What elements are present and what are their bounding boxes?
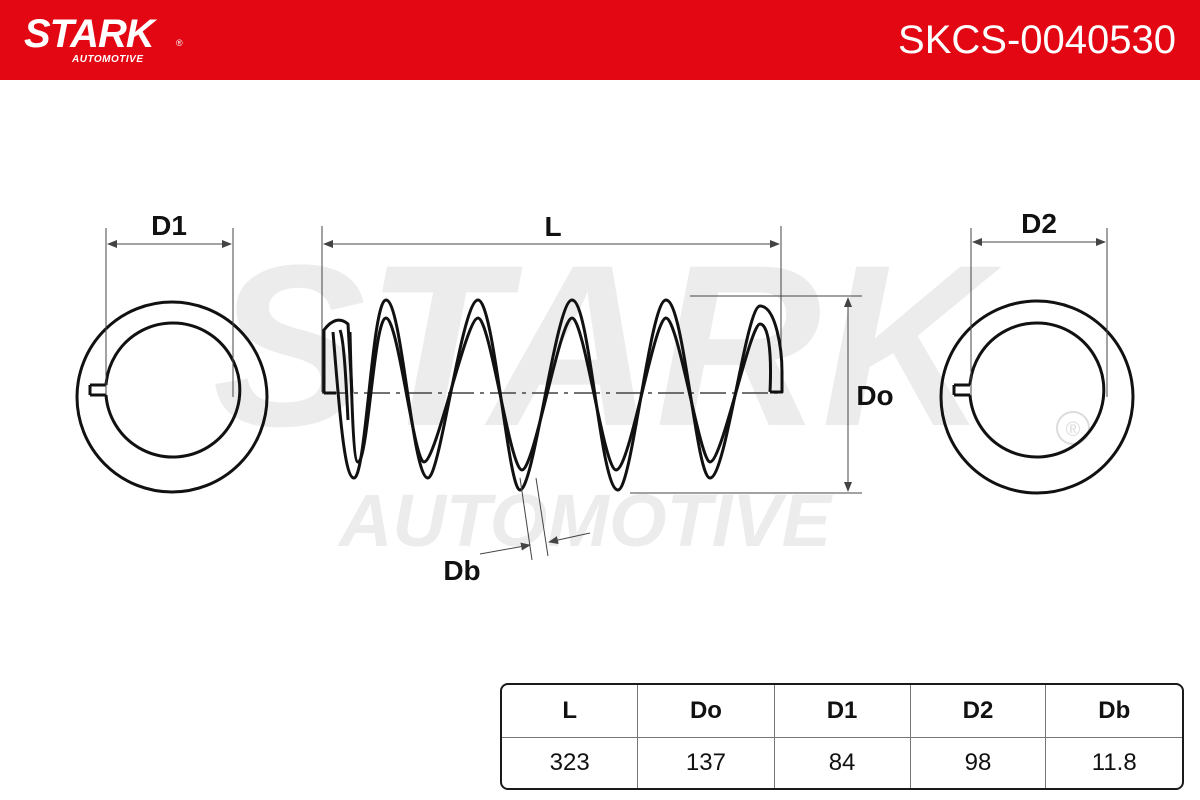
spec-value-d2: 98 (909, 738, 1046, 788)
d2-dimension (970, 228, 1108, 397)
right-outer-circle (939, 299, 1135, 495)
db-arrow-left (479, 542, 531, 555)
watermark-brand: STARK (212, 217, 1002, 474)
watermark: STARK AUTOMOTIVE ® (212, 217, 1090, 562)
db-extension-right (535, 477, 549, 557)
watermark-registered: ® (1066, 419, 1081, 441)
spec-value-d1: 84 (773, 738, 910, 788)
spec-header-row: L Do D1 D2 Db (502, 685, 1182, 738)
right-end-view (939, 299, 1135, 495)
header-bar: STARK ® AUTOMOTIVE SKCS-0040530 (0, 0, 1200, 80)
watermark-registered-circle (1056, 411, 1090, 445)
part-number: SKCS-0040530 (898, 18, 1176, 62)
logo-registered-mark: ® (176, 38, 183, 48)
d2-label: D2 (1021, 208, 1057, 239)
spec-header-do: Do (637, 685, 774, 738)
spec-header-l: L (502, 685, 638, 738)
watermark-subtitle: AUTOMOTIVE (337, 479, 834, 562)
stark-logo: STARK ® AUTOMOTIVE (24, 12, 183, 65)
db-label: Db (443, 555, 480, 586)
spec-value-row: 323 137 84 98 11.8 (502, 738, 1182, 788)
spec-header-d1: D1 (773, 685, 910, 738)
spec-value-do: 137 (637, 738, 773, 788)
left-inner-coil (104, 321, 242, 459)
db-dimension (479, 477, 591, 561)
do-dimension (630, 295, 862, 494)
left-outer-circle (75, 300, 269, 494)
d1-label: D1 (151, 210, 187, 241)
coil-inner-edge (348, 316, 772, 472)
spring-drawing: STARK AUTOMOTIVE ® D1 D2 L (75, 208, 1135, 586)
left-end-view (75, 300, 269, 494)
do-label: Do (856, 380, 893, 411)
db-arrow-right (548, 532, 591, 544)
d1-dimension (105, 228, 234, 397)
spec-value-l: 323 (549, 749, 590, 776)
logo-brand: STARK (24, 12, 155, 56)
logo-subtitle: AUTOMOTIVE (72, 54, 144, 65)
spring-coils (322, 298, 784, 492)
spec-header-db: Db (1045, 685, 1182, 738)
coil-end-right-cap (770, 372, 784, 394)
spec-value-db: 11.8 (1045, 738, 1182, 788)
spec-header-d2: D2 (909, 685, 1046, 738)
spec-table: L Do D1 D2 Db 323 137 84 98 11.8 (500, 683, 1184, 790)
right-inner-coil (968, 321, 1106, 459)
coil-end-left-inner (338, 329, 350, 421)
coil-end-left-outer (322, 318, 354, 394)
l-label: L (544, 211, 561, 242)
